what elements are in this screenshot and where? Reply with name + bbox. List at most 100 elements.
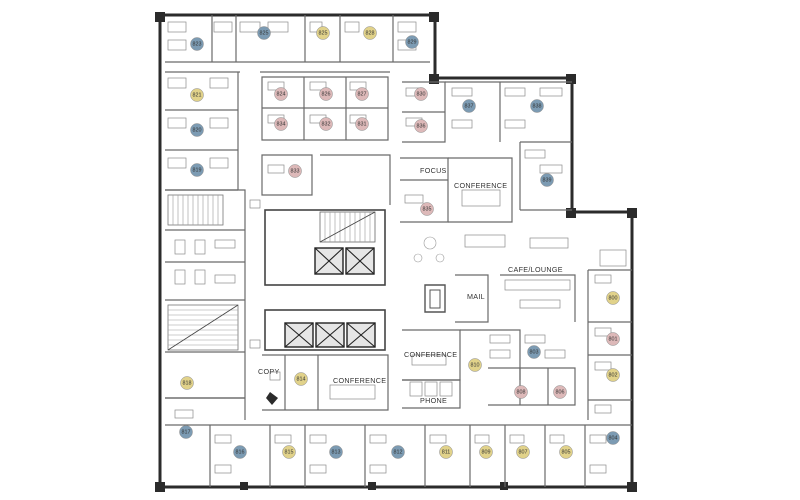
office-badge-circle xyxy=(179,425,193,439)
desk xyxy=(544,349,566,359)
elevator-bottom-3 xyxy=(346,322,376,348)
office-badge-circle xyxy=(257,26,271,40)
office-number: 815 xyxy=(285,449,294,455)
office-badge-807: 807 xyxy=(516,445,530,459)
office-number: 811 xyxy=(442,449,451,455)
office-badge-831: 831 xyxy=(355,117,369,131)
office-badge-801: 801 xyxy=(606,332,620,346)
office-number: 803 xyxy=(530,349,539,355)
desk xyxy=(344,21,360,33)
office-badge-circle xyxy=(606,291,620,305)
label-cafe-lounge: CAFE/LOUNGE xyxy=(508,265,563,274)
office-number: 825 xyxy=(260,30,269,36)
office-badge-circle xyxy=(316,26,330,40)
desk xyxy=(594,361,612,371)
desk xyxy=(594,404,612,414)
office-badge-821: 821 xyxy=(190,88,204,102)
office-badge-circle xyxy=(606,332,620,346)
desk xyxy=(309,434,327,444)
office-badge-circle xyxy=(414,119,428,133)
office-badge-circle xyxy=(274,87,288,101)
office-badge-circle xyxy=(479,445,493,459)
office-badge-838: 838 xyxy=(530,99,544,113)
office-badge-812: 812 xyxy=(391,445,405,459)
office-badge-805: 805 xyxy=(559,445,573,459)
office-badge-810: 810 xyxy=(468,358,482,372)
office-number: 805 xyxy=(562,449,571,455)
office-badge-825: 825 xyxy=(257,26,271,40)
office-badge-circle xyxy=(288,164,302,178)
label-copy: COPY xyxy=(258,367,280,376)
office-badge-circle xyxy=(527,345,541,359)
room-labels: FOCUS CONFERENCE CAFE/LOUNGE MAIL CONFER… xyxy=(258,166,563,405)
office-badge-circle xyxy=(319,87,333,101)
office-badge-830: 830 xyxy=(414,87,428,101)
desk xyxy=(309,81,327,91)
office-badge-circle xyxy=(553,385,567,399)
office-badge-circle xyxy=(233,445,247,459)
office-number: 837 xyxy=(465,103,474,109)
office-number: 825 xyxy=(319,30,328,36)
office-badge-circle xyxy=(294,372,308,386)
office-number: 830 xyxy=(417,91,426,97)
office-number: 816 xyxy=(236,449,245,455)
office-badge-816: 816 xyxy=(233,445,247,459)
desk xyxy=(167,117,187,129)
desk xyxy=(524,149,546,159)
office-badge-833: 833 xyxy=(288,164,302,178)
office-badge-813: 813 xyxy=(329,445,343,459)
desk xyxy=(549,434,565,444)
desk xyxy=(504,119,526,129)
office-number: 806 xyxy=(556,389,565,395)
office-badge-circle xyxy=(439,445,453,459)
desk xyxy=(451,87,473,97)
office-badge-circle xyxy=(355,117,369,131)
desk xyxy=(174,409,194,419)
office-badge-826: 826 xyxy=(319,87,333,101)
office-badge-803: 803 xyxy=(527,345,541,359)
office-badge-circle xyxy=(319,117,333,131)
office-badge-circle xyxy=(190,37,204,51)
office-badge-circle xyxy=(190,123,204,137)
desk xyxy=(594,327,612,337)
office-number: 820 xyxy=(193,127,202,133)
desk xyxy=(369,434,387,444)
label-focus: FOCUS xyxy=(420,166,447,175)
office-badge-814: 814 xyxy=(294,372,308,386)
office-number: 833 xyxy=(291,168,300,174)
office-number: 839 xyxy=(543,177,552,183)
elevator-top-left xyxy=(314,247,344,275)
desk xyxy=(267,21,289,33)
office-badge-circle xyxy=(190,88,204,102)
desk xyxy=(539,87,563,97)
office-badge-839: 839 xyxy=(540,173,554,187)
office-number: 838 xyxy=(533,103,542,109)
office-badge-circle xyxy=(405,35,419,49)
desk xyxy=(249,199,261,209)
office-badge-811: 811 xyxy=(439,445,453,459)
desk xyxy=(397,21,417,33)
office-badge-819: 819 xyxy=(190,163,204,177)
office-number: 801 xyxy=(609,336,618,342)
desk xyxy=(429,434,447,444)
office-badge-circle xyxy=(414,87,428,101)
office-badge-circle xyxy=(530,99,544,113)
office-badge-817: 817 xyxy=(179,425,193,439)
office-number: 826 xyxy=(322,91,331,97)
office-number: 810 xyxy=(471,362,480,368)
desk xyxy=(509,434,525,444)
desk xyxy=(214,434,232,444)
office-number: 809 xyxy=(482,449,491,455)
office-badge-827: 827 xyxy=(355,87,369,101)
office-badge-circle xyxy=(420,202,434,216)
office-badge-836: 836 xyxy=(414,119,428,133)
desk xyxy=(249,339,261,349)
desk xyxy=(489,349,511,359)
office-number: 804 xyxy=(609,435,618,441)
desk xyxy=(209,77,229,89)
elevator-bottom-2 xyxy=(315,322,345,348)
restroom-fixtures xyxy=(174,239,236,285)
elevator-bottom-1 xyxy=(284,322,314,348)
desk xyxy=(167,77,187,89)
label-conference-top: CONFERENCE xyxy=(454,181,507,190)
